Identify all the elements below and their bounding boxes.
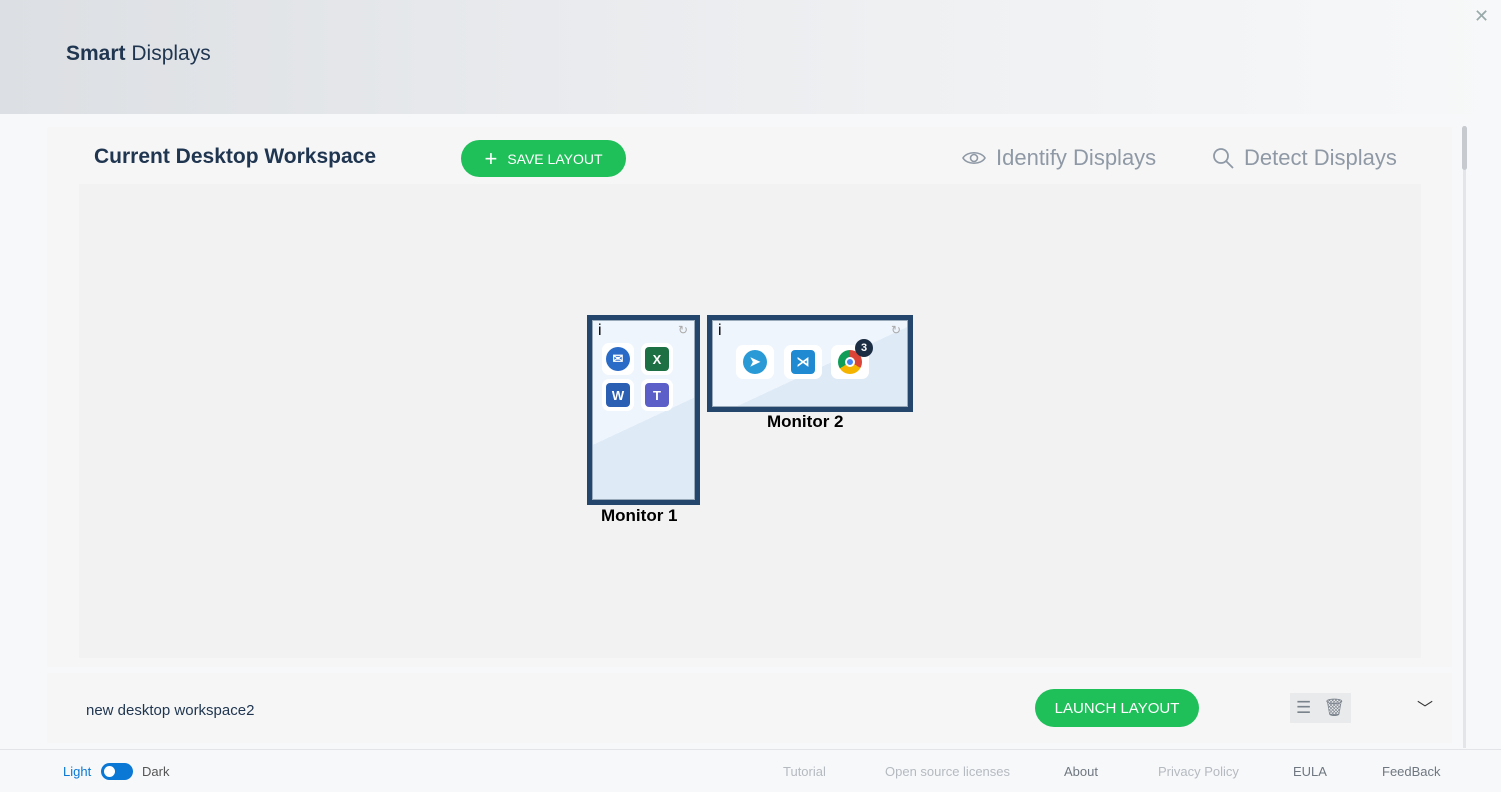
window-count-badge: 3 (855, 339, 873, 357)
trash-icon[interactable]: 🗑 (1323, 698, 1345, 717)
app-title: Smart Displays (66, 42, 211, 66)
monitor-2-screen: i ↻ ➤ ⋊ 3 (712, 320, 908, 407)
detect-displays-label: Detect Displays (1244, 145, 1397, 170)
app-title-bold: Smart (66, 42, 126, 65)
thunderbird-app-icon[interactable]: ✉ (602, 343, 634, 375)
rotate-icon[interactable]: ↻ (890, 323, 901, 337)
app-title-rest: Displays (131, 42, 211, 65)
search-icon (1213, 148, 1234, 169)
dark-theme-label: Dark (142, 764, 170, 779)
scrollbar-thumb[interactable] (1462, 126, 1467, 170)
chevron-down-icon[interactable]: ﹀ (1417, 701, 1434, 718)
identify-displays-button[interactable]: Identify Displays (962, 145, 1156, 171)
privacy-policy-link[interactable]: Privacy Policy (1158, 764, 1239, 779)
saved-layout-name: new desktop workspace2 (86, 702, 255, 719)
save-layout-label: SAVE LAYOUT (507, 150, 603, 167)
monitor-2-label: Monitor 2 (767, 412, 844, 431)
monitor-1-label: Monitor 1 (601, 506, 678, 525)
eye-icon (962, 151, 986, 165)
settings-sliders-icon[interactable]: ☰ (1296, 698, 1312, 717)
monitor-2[interactable]: i ↻ ➤ ⋊ 3 (707, 315, 913, 412)
scrollbar-track[interactable] (1463, 126, 1466, 748)
excel-app-icon[interactable]: X (641, 343, 673, 375)
eula-link[interactable]: EULA (1293, 764, 1327, 779)
monitor-1[interactable]: i ↻ ✉ X W T (587, 315, 700, 505)
chrome-app-icon[interactable]: 3 (831, 339, 873, 379)
monitor-1-screen: i ↻ ✉ X W T (592, 320, 695, 500)
detect-displays-button[interactable]: Detect Displays (1212, 145, 1397, 171)
identify-displays-label: Identify Displays (996, 145, 1157, 170)
saved-layout-row[interactable]: new desktop workspace2 LAUNCH LAYOUT ☰ 🗑… (47, 673, 1452, 743)
footer: Light Dark Tutorial Open source licenses… (0, 749, 1501, 792)
info-icon[interactable]: i (598, 322, 602, 339)
workspace-title: Current Desktop Workspace (94, 145, 377, 168)
open-source-licenses-link[interactable]: Open source licenses (885, 764, 1011, 779)
vscode-app-icon[interactable]: ⋊ (784, 345, 822, 379)
info-icon[interactable]: i (718, 322, 722, 339)
theme-toggle[interactable] (101, 763, 133, 780)
header: Smart Displays ✕ (0, 0, 1501, 114)
launch-layout-button[interactable]: LAUNCH LAYOUT (1035, 689, 1199, 727)
teams-app-icon[interactable]: T (641, 379, 673, 411)
tutorial-link[interactable]: Tutorial (783, 764, 826, 779)
word-app-icon[interactable]: W (602, 379, 634, 411)
save-layout-button[interactable]: + SAVE LAYOUT (461, 140, 626, 177)
about-link[interactable]: About (1064, 764, 1098, 779)
rotate-icon[interactable]: ↻ (677, 323, 688, 337)
plus-icon: + (484, 145, 498, 171)
feedback-link[interactable]: FeedBack (1382, 764, 1441, 779)
light-theme-label: Light (63, 764, 92, 779)
telegram-app-icon[interactable]: ➤ (736, 345, 774, 379)
display-canvas: i ↻ ✉ X W T Monitor 1 i ↻ ➤ ⋊ 3 Monitor … (79, 184, 1421, 658)
layout-tools: ☰ 🗑 (1290, 693, 1351, 723)
current-workspace-panel: Current Desktop Workspace + SAVE LAYOUT I… (47, 127, 1452, 667)
close-button[interactable]: ✕ (1474, 6, 1490, 26)
